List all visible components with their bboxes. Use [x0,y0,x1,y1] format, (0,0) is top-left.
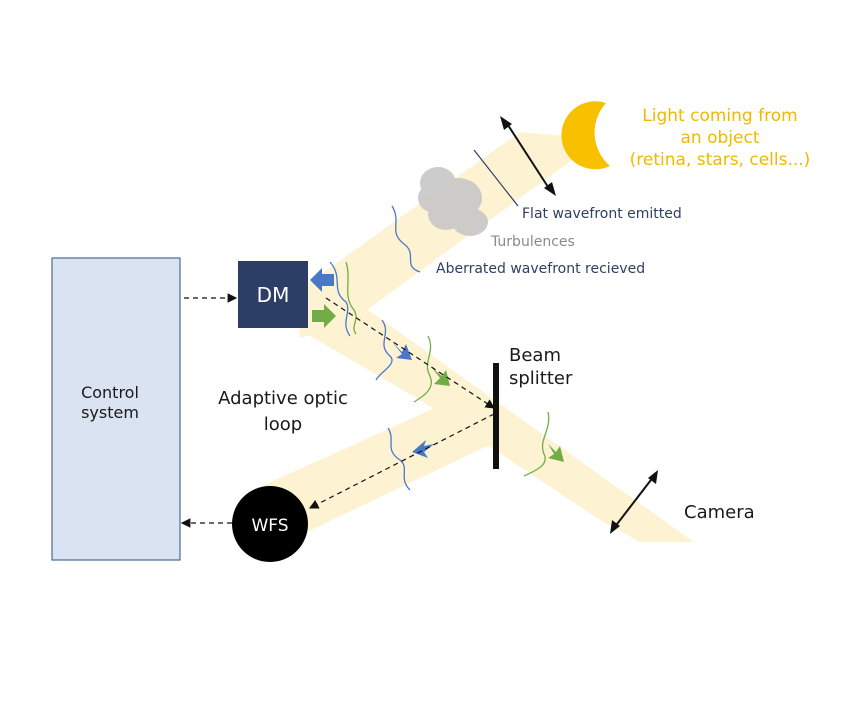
beam-splitter-line1: Beam [509,345,561,366]
camera-label: Camera [684,502,755,523]
blue-arrow-to-dm [310,268,334,292]
lens-arrow-top [505,121,551,191]
control-system-line1: Control [81,383,139,402]
green-arrows [312,304,564,462]
wfs-label: WFS [251,516,288,536]
green-arrow-from-dm [312,304,336,328]
turbulence-cloud-icon [418,167,488,236]
incoming-beam [296,132,572,338]
dm-label: DM [257,283,290,307]
camera-lens-arrow [613,475,655,529]
control-system-line2: system [81,403,139,422]
blue-arrows [310,268,434,458]
control-system-box [51,257,181,561]
light-source-line3: (retina, stars, cells...) [630,150,811,170]
wfs-beam [262,392,500,540]
turbulences-label: Turbulences [490,234,575,250]
light-source-line2: an object [681,128,760,148]
flat-wavefront-line [473,149,519,207]
blue-arrow-wfs [412,440,434,458]
beam-splitter [493,363,499,469]
loop-label-line2: loop [264,414,302,435]
blue-arrow-1 [392,342,412,360]
loop-label-line1: Adaptive optic [218,388,348,409]
aberrated-wavefront-label: Aberrated wavefront recieved [436,261,645,277]
dm-box [238,261,308,328]
dashed-paths [156,293,496,528]
corrected-wavefronts [345,261,550,477]
light-source-icon [561,101,610,170]
aberrated-wavefronts [329,205,421,491]
green-arrow-2 [548,444,564,462]
wfs-circle [232,486,308,562]
flat-wavefront-label: Flat wavefront emitted [522,206,682,222]
green-arrow-1 [432,368,450,386]
beam-splitter-line2: splitter [509,368,573,389]
light-source-line1: Light coming from [642,106,797,126]
